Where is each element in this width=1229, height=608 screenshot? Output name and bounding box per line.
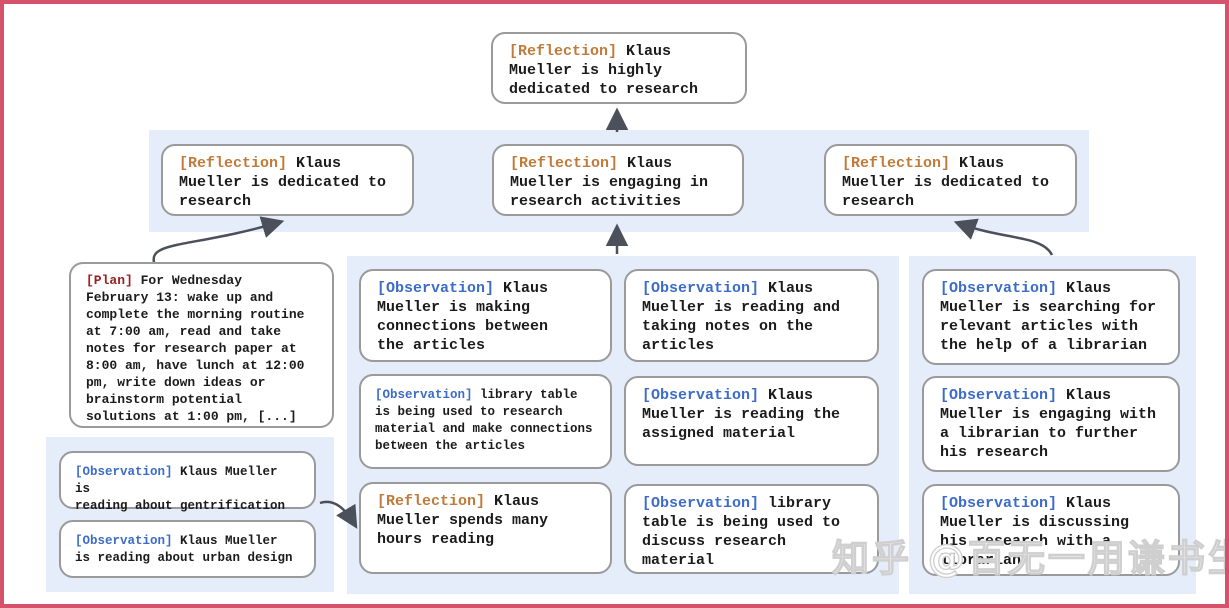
reflection-tag: [Reflection] bbox=[377, 493, 486, 510]
node-text: [Observation] Klaus Mueller is reading a… bbox=[75, 465, 286, 513]
node-obs-searching-articles: [Observation] Klaus Mueller is searching… bbox=[922, 269, 1180, 365]
node-text: [Plan] For Wednesday February 13: wake u… bbox=[86, 273, 305, 424]
node-reflection-hours-reading: [Reflection] Klaus Mueller spends many h… bbox=[359, 482, 612, 574]
node-obs-engaging-librarian: [Observation] Klaus Mueller is engaging … bbox=[922, 376, 1180, 472]
node-obs-taking-notes: [Observation] Klaus Mueller is reading a… bbox=[624, 269, 879, 362]
node-text: [Reflection] Klaus Mueller is dedicated … bbox=[179, 155, 387, 210]
observation-tag: [Observation] bbox=[642, 387, 760, 404]
reflection-tag: [Reflection] bbox=[179, 155, 288, 172]
node-text: [Observation] library table is being use… bbox=[375, 388, 593, 453]
observation-tag: [Observation] bbox=[375, 388, 473, 402]
node-text: [Observation] Klaus Mueller is reading a… bbox=[642, 280, 841, 354]
observation-tag: [Observation] bbox=[377, 280, 495, 297]
node-text: [Reflection] Klaus Mueller spends many h… bbox=[377, 493, 549, 548]
reflection-tag: [Reflection] bbox=[510, 155, 619, 172]
observation-tag: [Observation] bbox=[75, 465, 173, 479]
node-text: [Observation] Klaus Mueller is searching… bbox=[940, 280, 1157, 354]
node-obs-gentrification: [Observation] Klaus Mueller is reading a… bbox=[59, 451, 316, 513]
node-text: [Observation] Klaus Mueller is making co… bbox=[377, 280, 549, 354]
observation-tag: [Observation] bbox=[75, 534, 173, 548]
reflection-tag: [Reflection] bbox=[842, 155, 951, 172]
node-text: [Observation] Klaus Mueller is reading t… bbox=[642, 387, 841, 442]
node-obs-making-connections: [Observation] Klaus Mueller is making co… bbox=[359, 269, 612, 362]
node-reflection-left: [Reflection] Klaus Mueller is dedicated … bbox=[161, 144, 414, 216]
node-text: [Observation] Klaus Mueller is reading a… bbox=[75, 534, 293, 565]
zhihu-watermark: 知乎 @百无一用谦书生 bbox=[831, 536, 1229, 580]
observation-tag: [Observation] bbox=[642, 495, 760, 512]
node-obs-assigned-material: [Observation] Klaus Mueller is reading t… bbox=[624, 376, 879, 466]
observation-tag: [Observation] bbox=[940, 495, 1058, 512]
plan-tag: [Plan] bbox=[86, 273, 133, 288]
node-top-reflection: [Reflection] Klaus Mueller is highly ded… bbox=[491, 32, 747, 104]
node-text: [Observation] library table is being use… bbox=[642, 495, 841, 569]
node-plan: [Plan] For Wednesday February 13: wake u… bbox=[69, 262, 334, 428]
node-reflection-center: [Reflection] Klaus Mueller is engaging i… bbox=[492, 144, 744, 216]
node-text: [Reflection] Klaus Mueller is highly ded… bbox=[509, 43, 699, 98]
observation-tag: [Observation] bbox=[940, 280, 1058, 297]
node-text: [Observation] Klaus Mueller is discussin… bbox=[940, 495, 1130, 569]
reflection-tag: [Reflection] bbox=[509, 43, 618, 60]
node-obs-discussing-research: [Observation] Klaus Mueller is discussin… bbox=[922, 484, 1180, 576]
node-obs-library-research: [Observation] library table is being use… bbox=[359, 374, 612, 469]
node-reflection-right: [Reflection] Klaus Mueller is dedicated … bbox=[824, 144, 1077, 216]
node-obs-urban-design: [Observation] Klaus Mueller is reading a… bbox=[59, 520, 316, 578]
observation-tag: [Observation] bbox=[940, 387, 1058, 404]
node-text: [Reflection] Klaus Mueller is dedicated … bbox=[842, 155, 1050, 210]
node-text: [Observation] Klaus Mueller is engaging … bbox=[940, 387, 1157, 461]
observation-tag: [Observation] bbox=[642, 280, 760, 297]
node-obs-library-discuss: [Observation] library table is being use… bbox=[624, 484, 879, 574]
node-text: [Reflection] Klaus Mueller is engaging i… bbox=[510, 155, 709, 210]
